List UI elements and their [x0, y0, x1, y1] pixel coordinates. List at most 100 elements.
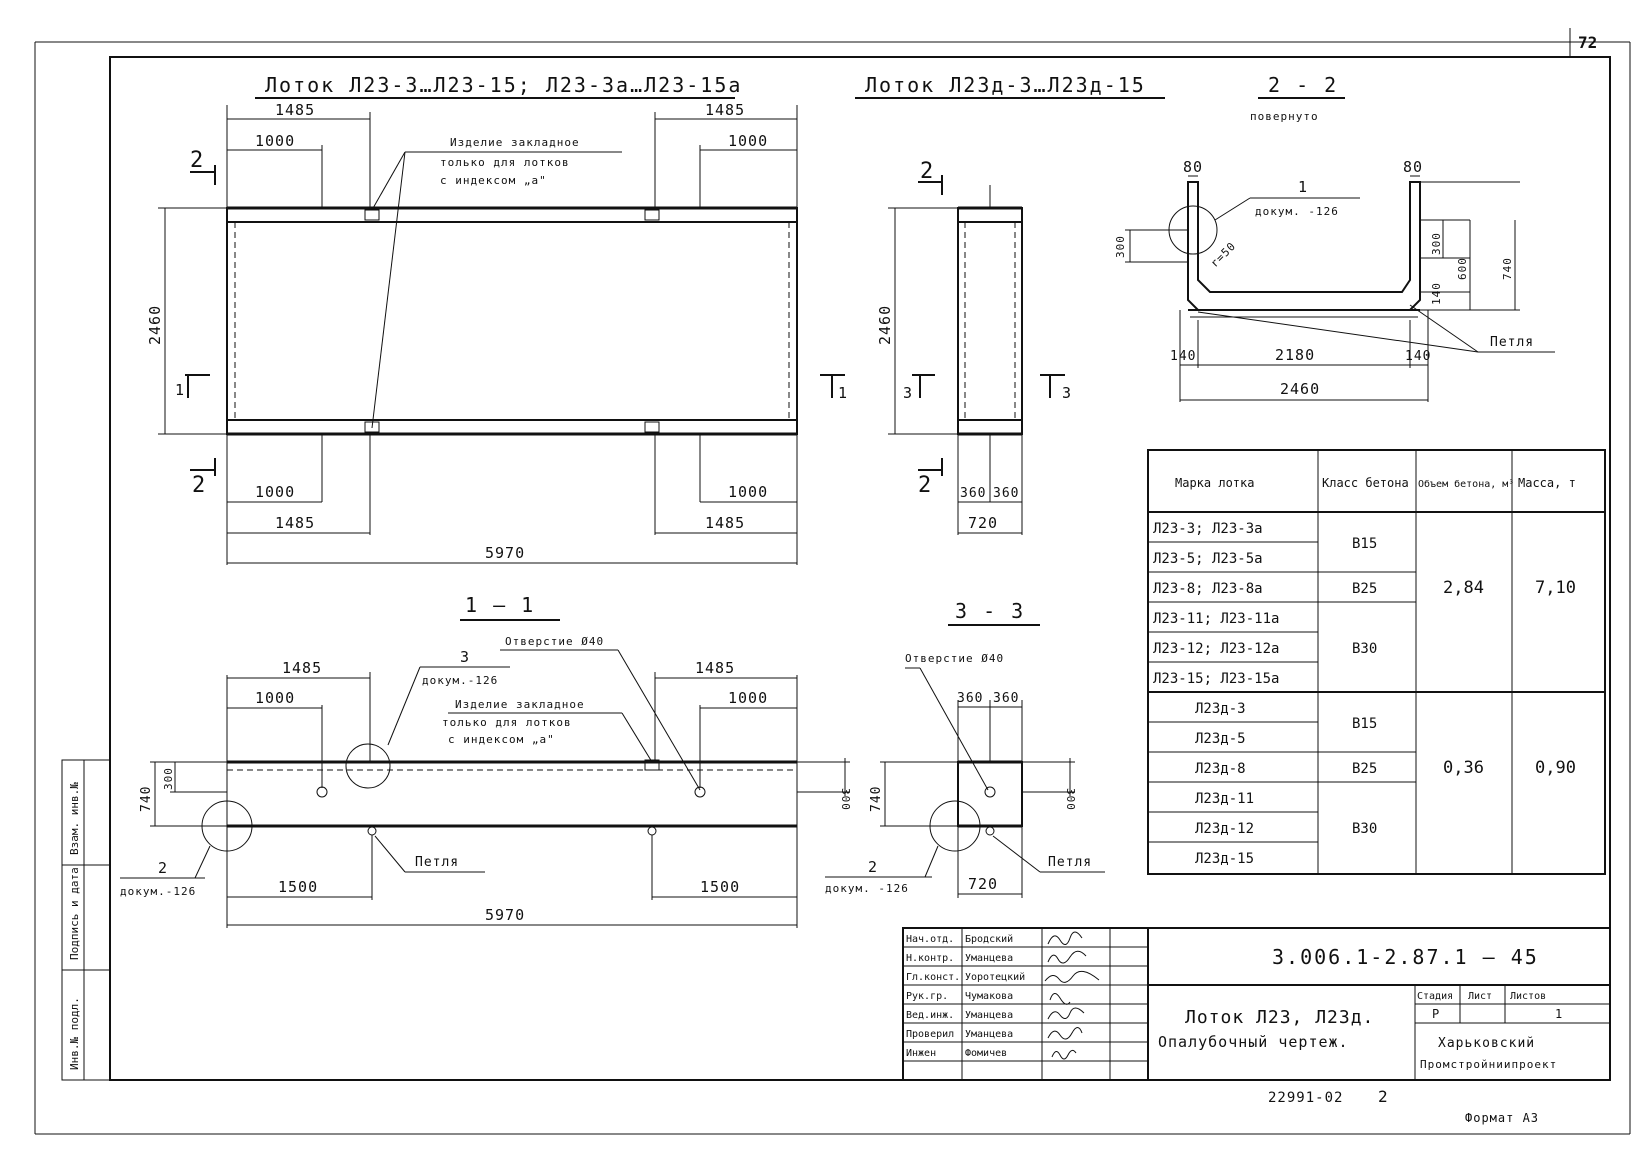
tb-name-5: Уманцева [965, 1010, 1013, 1021]
plan-note-1: Изделие закладное [450, 136, 580, 149]
sec11-dim-300-right: 300 [839, 788, 852, 811]
plan-g-title: Лоток Л23д-3…Л23д-15 [865, 73, 1146, 97]
table-class-5: В25 [1352, 761, 1377, 777]
sec11-note-2: только для лотков [442, 716, 572, 729]
tb-role-7: Инжен [906, 1048, 936, 1059]
plan-cut-2-top: 2 [190, 148, 204, 173]
plan-g-cut-3-left: 3 [903, 384, 913, 402]
tb-sheet-head: Лист [1468, 991, 1492, 1002]
table-class-3: В30 [1352, 641, 1377, 657]
section-3-3: 3 - 3 Отверстие Ø40 360 360 740 300 2 до… [825, 599, 1105, 898]
sec11-dim-1000-right: 1000 [728, 689, 768, 707]
sec11-dim-1485-left: 1485 [282, 659, 322, 677]
sec33-callout-2-doc: докум. -126 [825, 882, 909, 895]
footer-number: 22991-02 [1268, 1090, 1343, 1106]
sec22-callout-1: 1 [1298, 178, 1308, 196]
sec22-dim-2460: 2460 [1280, 380, 1320, 398]
tb-org-line-2: Промстройниипроект [1420, 1058, 1557, 1071]
sec11-dim-1000-left: 1000 [255, 689, 295, 707]
plan-dim-1000-right-bottom: 1000 [728, 483, 768, 501]
tb-role-4: Рук.гр. [906, 991, 948, 1002]
sec11-callout-3: 3 [460, 648, 470, 666]
table-volume-2: 0,36 [1443, 758, 1484, 778]
table-volume-1: 2,84 [1443, 578, 1484, 598]
sec22-loop: Петля [1490, 335, 1534, 350]
sec22-dim-80-right: 80 [1403, 158, 1423, 176]
tb-code: 3.006.1-2.87.1 — 45 [1272, 945, 1539, 969]
sec22-dim-140-vertical: 140 [1430, 282, 1443, 305]
tb-role-5: Вед.инж. [906, 1010, 954, 1021]
sec11-hole: Отверстие Ø40 [505, 635, 604, 648]
sec22-dim-600: 600 [1456, 257, 1469, 280]
sec33-dim-360-a: 360 [957, 691, 983, 706]
table-row-10: Л23д-11 [1195, 791, 1254, 807]
section-1-1: 1 — 1 1485 1485 1000 1000 Отверстие Ø40 … [120, 593, 852, 928]
plan-dim-1000-left-bottom: 1000 [255, 483, 295, 501]
side-stamp-replace: Взам. инв.№ [68, 782, 81, 855]
sec22-dim-300-left: 300 [1114, 235, 1127, 258]
tb-name-6: Уманцева [965, 1029, 1013, 1040]
sec33-callout-2: 2 [868, 858, 878, 876]
tb-stage-head: Стадия [1417, 991, 1453, 1002]
tb-name-3: Уоротецкий [965, 971, 1025, 983]
plan-note-3: с индексом „а" [440, 174, 547, 187]
table-row-8: Л23д-5 [1195, 731, 1246, 747]
table-row-11: Л23д-12 [1195, 821, 1254, 837]
table-header-mass: Масса, т [1518, 476, 1576, 490]
side-stamp-sign: Подпись и дата [68, 867, 81, 960]
table-header-class: Класс бетона [1322, 476, 1409, 490]
section-2-2-subtitle: повернуто [1250, 110, 1319, 123]
tb-name-1: Бродский [965, 933, 1013, 945]
sec22-dim-2180: 2180 [1275, 346, 1315, 364]
sec11-loop: Петля [415, 855, 459, 870]
tb-sheets: 1 [1555, 1007, 1562, 1021]
table-header-volume: Объем бетона, м³ [1418, 478, 1514, 490]
plan-dim-1485-right-bottom: 1485 [705, 514, 745, 532]
plan-dim-1485-left: 1485 [275, 101, 315, 119]
plan-g-cut-3-right: 3 [1062, 384, 1072, 402]
table-class-6: В30 [1352, 821, 1377, 837]
tb-role-6: Проверил [906, 1029, 954, 1040]
table-row-5: Л23-12; Л23-12а [1153, 641, 1279, 657]
plan-dim-1000-left: 1000 [255, 132, 295, 150]
tb-stage: Р [1432, 1007, 1439, 1021]
sec11-dim-1500-left: 1500 [278, 878, 318, 896]
sec11-dim-5970: 5970 [485, 906, 525, 924]
plan-dim-1485-right: 1485 [705, 101, 745, 119]
sec33-dim-300: 300 [1064, 788, 1077, 811]
tb-name-line-1: Лоток Л23, Л23д. [1185, 1007, 1374, 1028]
sec11-dim-300-left: 300 [162, 767, 175, 790]
sec11-note-3: с индексом „а" [448, 733, 555, 746]
plan-dim-1000-right: 1000 [728, 132, 768, 150]
plan-g-cut-2-bottom: 2 [918, 473, 932, 498]
plan-g-dim-2460: 2460 [876, 305, 894, 345]
plan-g-view: Лоток Л23д-3…Л23д-15 2460 2 2 3 3 360 36… [855, 73, 1165, 535]
sec22-dim-140-left: 140 [1170, 349, 1196, 364]
sec33-loop: Петля [1048, 855, 1092, 870]
sec33-dim-740: 740 [869, 786, 884, 812]
table-class-4: В15 [1352, 716, 1377, 732]
plan-dim-1485-left-bottom: 1485 [275, 514, 315, 532]
tb-name-4: Чумакова [965, 991, 1013, 1002]
plan-cut-1-right: 1 [838, 384, 848, 402]
title-block: Нач.отд. Н.контр. Гл.конст. Рук.гр. Вед.… [902, 927, 1611, 1081]
sec22-callout-1-doc: докум. -126 [1255, 205, 1339, 218]
tb-org-line-1: Харьковский [1438, 1036, 1535, 1051]
table-row-7: Л23д-3 [1195, 701, 1246, 717]
section-3-3-title: 3 - 3 [955, 599, 1025, 623]
sec11-note-1: Изделие закладное [455, 698, 585, 711]
tb-role-2: Н.контр. [906, 953, 954, 964]
plan-g-dim-360-a: 360 [960, 486, 986, 501]
table-row-2: Л23-5; Л23-5а [1153, 551, 1263, 567]
plan-note-2: только для лотков [440, 156, 570, 169]
sec11-callout-3-doc: докум.-126 [422, 674, 498, 687]
plan-dim-2460: 2460 [146, 305, 164, 345]
tb-name-7: Фомичев [965, 1048, 1007, 1059]
table-row-3: Л23-8; Л23-8а [1153, 581, 1263, 597]
table-row-9: Л23д-8 [1195, 761, 1246, 777]
footer-format: Формат А3 [1465, 1111, 1539, 1125]
sec22-dim-140-right: 140 [1405, 349, 1431, 364]
sec11-callout-2-doc: докум.-126 [120, 885, 196, 898]
tb-name-2: Уманцева [965, 953, 1013, 964]
sec11-dim-1500-right: 1500 [700, 878, 740, 896]
